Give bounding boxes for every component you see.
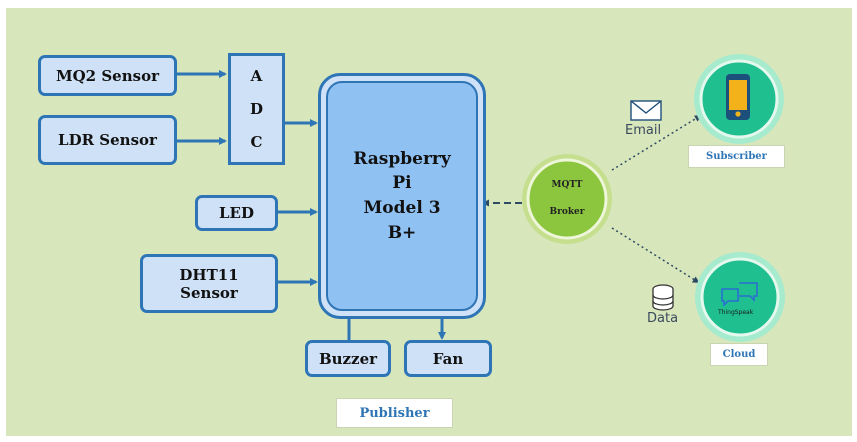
broker-label-line2: Broker [549, 207, 585, 217]
publisher-tag: Publisher [336, 398, 453, 428]
adc-letter-c: C [250, 132, 263, 151]
dht11-sensor-block: DHT11 Sensor [140, 254, 278, 313]
envelope-icon [630, 100, 662, 121]
subscriber-tag: Subscriber [688, 145, 785, 168]
email-label: Email [625, 123, 662, 138]
arrow-broker-to-cloud [611, 227, 700, 284]
smartphone-icon [726, 74, 750, 120]
mqtt-broker-node [522, 154, 612, 244]
adc-letter-a: A [250, 67, 263, 86]
rpi-line-4: B+ [387, 222, 417, 243]
ldr-sensor-block: LDR Sensor [38, 115, 177, 165]
data-label: Data [647, 311, 679, 326]
fan-label: Fan [432, 349, 464, 368]
fan-block: Fan [404, 340, 492, 377]
rpi-line-2: Pi [392, 173, 412, 194]
subscriber-node [694, 54, 784, 144]
raspberry-pi-label: Raspberry Pi Model 3 B+ [326, 81, 478, 311]
buzzer-block: Buzzer [305, 340, 391, 377]
cloud-node [695, 252, 785, 342]
dht11-label-line2: Sensor [180, 283, 238, 302]
adc-block: A D C [228, 53, 285, 165]
thingspeak-logo-text: ThingSpeak [718, 309, 754, 316]
arrow-broker-to-subscriber [611, 114, 702, 171]
ldr-sensor-label: LDR Sensor [58, 131, 157, 149]
rpi-line-1: Raspberry [353, 148, 451, 169]
led-block: LED [195, 195, 278, 231]
mq2-sensor-block: MQ2 Sensor [38, 55, 177, 96]
dht11-label-line1: DHT11 [179, 265, 239, 284]
mq2-sensor-label: MQ2 Sensor [56, 66, 159, 85]
rpi-line-3: Model 3 [363, 198, 441, 218]
cloud-tag: Cloud [710, 343, 768, 366]
buzzer-label: Buzzer [318, 349, 378, 368]
broker-label-line1: MQTT [551, 180, 583, 190]
chat-bubbles-icon [721, 282, 758, 307]
adc-letter-d: D [249, 99, 263, 118]
led-label: LED [219, 204, 254, 222]
database-icon [652, 284, 674, 311]
